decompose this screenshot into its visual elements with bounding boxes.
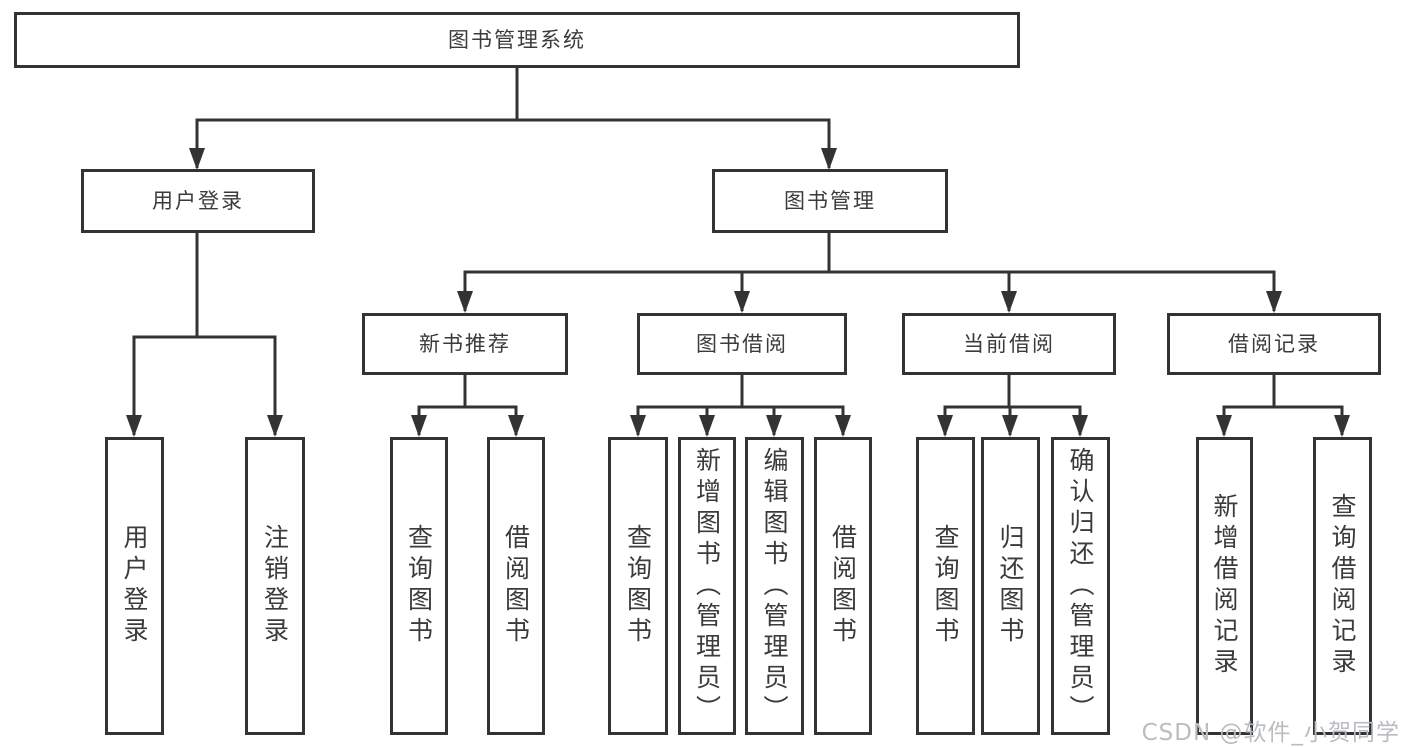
- node-user-login-label: 用户登录: [152, 188, 244, 213]
- leaf-bb-query-book-label: 查询图书: [623, 524, 653, 648]
- leaf-cb-query-book-label: 查询图书: [931, 524, 960, 648]
- node-user-login: 用户登录: [81, 169, 315, 233]
- leaf-nbr-query-book: 查询图书: [390, 437, 448, 735]
- leaf-br-add-record: 新增借阅记录: [1196, 437, 1253, 735]
- arrowheads: [126, 148, 1350, 437]
- node-borrowing-records-label: 借阅记录: [1228, 331, 1320, 356]
- leaf-bb-edit-book: 编辑图书（管理员）: [745, 437, 804, 735]
- leaf-nbr-borrow-book: 借阅图书: [487, 437, 545, 735]
- leaf-br-add-record-label: 新增借阅记录: [1210, 493, 1239, 679]
- leaf-logout: 注销登录: [245, 437, 305, 735]
- leaf-cb-return-book-label: 归还图书: [996, 524, 1025, 648]
- node-new-book-recommend: 新书推荐: [362, 313, 568, 375]
- watermark: CSDN @软件_小贺同学: [1141, 720, 1400, 746]
- node-new-book-recommend-label: 新书推荐: [419, 331, 511, 356]
- leaf-logout-label: 注销登录: [260, 524, 290, 648]
- node-current-borrowing-label: 当前借阅: [963, 331, 1055, 356]
- leaf-cb-query-book: 查询图书: [916, 437, 975, 735]
- leaf-bb-borrow-book: 借阅图书: [814, 437, 872, 735]
- leaf-nbr-borrow-book-label: 借阅图书: [501, 524, 531, 648]
- leaf-bb-add-book: 新增图书（管理员）: [678, 437, 736, 735]
- node-root-label: 图书管理系统: [448, 27, 586, 52]
- leaf-cb-confirm-return: 确认归还（管理员）: [1051, 437, 1110, 735]
- node-root: 图书管理系统: [14, 12, 1020, 68]
- leaf-cb-confirm-return-label: 确认归还（管理员）: [1066, 446, 1095, 726]
- leaf-br-query-record: 查询借阅记录: [1313, 437, 1372, 735]
- leaf-bb-add-book-label: 新增图书（管理员）: [692, 446, 722, 726]
- leaf-user-login: 用户登录: [105, 437, 164, 735]
- node-book-borrowing: 图书借阅: [637, 313, 847, 375]
- leaf-bb-query-book: 查询图书: [608, 437, 668, 735]
- connector-paths: [132, 66, 1344, 435]
- leaf-user-login-label: 用户登录: [120, 524, 149, 648]
- leaf-bb-edit-book-label: 编辑图书（管理员）: [760, 446, 789, 726]
- node-book-borrowing-label: 图书借阅: [696, 331, 788, 356]
- node-borrowing-records: 借阅记录: [1167, 313, 1381, 375]
- leaf-br-query-record-label: 查询借阅记录: [1328, 493, 1357, 679]
- leaf-bb-borrow-book-label: 借阅图书: [828, 524, 858, 648]
- node-book-management-label: 图书管理: [784, 188, 876, 213]
- node-book-management: 图书管理: [712, 169, 948, 233]
- leaf-cb-return-book: 归还图书: [981, 437, 1040, 735]
- leaf-nbr-query-book-label: 查询图书: [404, 524, 434, 648]
- node-current-borrowing: 当前借阅: [902, 313, 1116, 375]
